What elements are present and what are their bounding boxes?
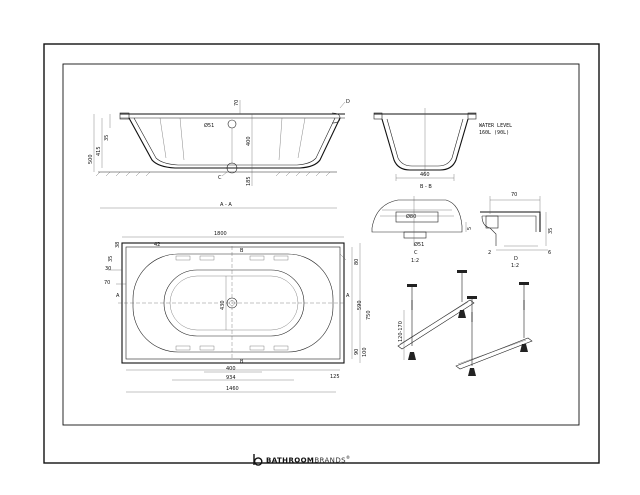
dim-offset-125: 125 — [330, 374, 340, 380]
detail-c-scale: 1:2 — [411, 258, 419, 264]
section-a-a-labels: 500 415 35 400 70 185 Ø51 C D A - A — [88, 99, 350, 208]
detail-d-labels: 70 35 2 6 D 1:2 — [488, 192, 554, 269]
dim-c-dia51: Ø51 — [414, 241, 424, 248]
dim-400: 400 — [226, 366, 236, 372]
dim-d-top: 70 — [511, 192, 517, 198]
tag-d: D — [346, 99, 350, 105]
inner-border — [62, 63, 580, 426]
section-a-a-view — [93, 100, 346, 209]
dim-38: 38 — [115, 242, 121, 248]
dim-rim-height: 415 — [96, 146, 102, 156]
dim-d-small: 2 — [488, 250, 491, 256]
dim-ledge: 35 — [104, 135, 110, 141]
outer-border — [43, 43, 600, 464]
water-level-label: WATER LEVEL — [479, 123, 512, 129]
dim-total-height: 500 — [88, 154, 94, 164]
brand-name-light: BRANDS — [314, 456, 346, 465]
dim-waste: 185 — [246, 176, 252, 186]
dim-d-small2: 6 — [548, 250, 551, 256]
detail-d-view — [480, 196, 548, 251]
plan-labels: 1800 750 590 430 1460 934 400 125 70 30 … — [104, 231, 372, 392]
trademark-symbol: ® — [345, 455, 351, 461]
dim-100: 100 — [362, 347, 368, 357]
dim-inner-depth: 400 — [246, 136, 252, 146]
detail-d-caption: D — [514, 256, 518, 262]
leg-supports-view — [397, 270, 533, 376]
tag-a-right: A — [346, 293, 350, 299]
dim-80: 80 — [354, 259, 360, 265]
dim-inner-width: 590 — [357, 300, 363, 310]
brand-name-bold: BATHROOM — [266, 456, 315, 465]
b-logo-icon — [253, 454, 263, 466]
section-b-b-caption: B - B — [420, 184, 432, 190]
dim-90: 90 — [354, 349, 360, 355]
brand-name: BATHROOMBRANDS® — [266, 455, 350, 464]
tag-b-bottom: B — [240, 359, 244, 365]
dim-934: 934 — [226, 375, 236, 381]
detail-d-scale: 1:2 — [511, 263, 519, 269]
section-b-b-view — [373, 108, 477, 181]
dim-35: 35 — [108, 256, 114, 262]
tag-b-top: B — [240, 248, 244, 254]
dim-c-side: 5 — [467, 227, 473, 230]
dim-d-side: 35 — [548, 228, 554, 234]
dim-1460: 1460 — [226, 386, 239, 392]
detail-c-view — [371, 196, 467, 246]
dim-bottom-width: 460 — [420, 172, 430, 178]
dim-overall-length: 1800 — [214, 231, 227, 237]
water-level-volume: 160L (90L) — [479, 130, 509, 136]
plan-view — [108, 236, 361, 393]
tag-c: C — [218, 175, 222, 181]
brand-logo: BATHROOMBRANDS® — [252, 453, 350, 467]
dim-bowl-width: 430 — [220, 300, 226, 310]
dim-overflow-offset: 70 — [234, 100, 240, 106]
leg-supports-labels: 120-170 — [398, 321, 404, 342]
tag-a-left: A — [116, 293, 120, 299]
dim-leg-range: 120-170 — [398, 321, 404, 342]
dim-overflow-dia: Ø51 — [204, 122, 214, 129]
section-b-b-labels: 460 B - B WATER LEVEL 160L (90L) — [420, 123, 512, 190]
dim-side-70: 70 — [104, 280, 110, 286]
section-a-a-caption: A - A — [220, 202, 232, 208]
detail-c-labels: Ø80 Ø51 5 C 1:2 — [406, 213, 473, 264]
dim-c-dia80: Ø80 — [406, 213, 416, 220]
dim-42: 42 — [154, 242, 160, 248]
dim-side-30: 30 — [105, 266, 111, 272]
dim-overall-width: 750 — [366, 310, 372, 320]
detail-c-caption: C — [414, 250, 418, 256]
